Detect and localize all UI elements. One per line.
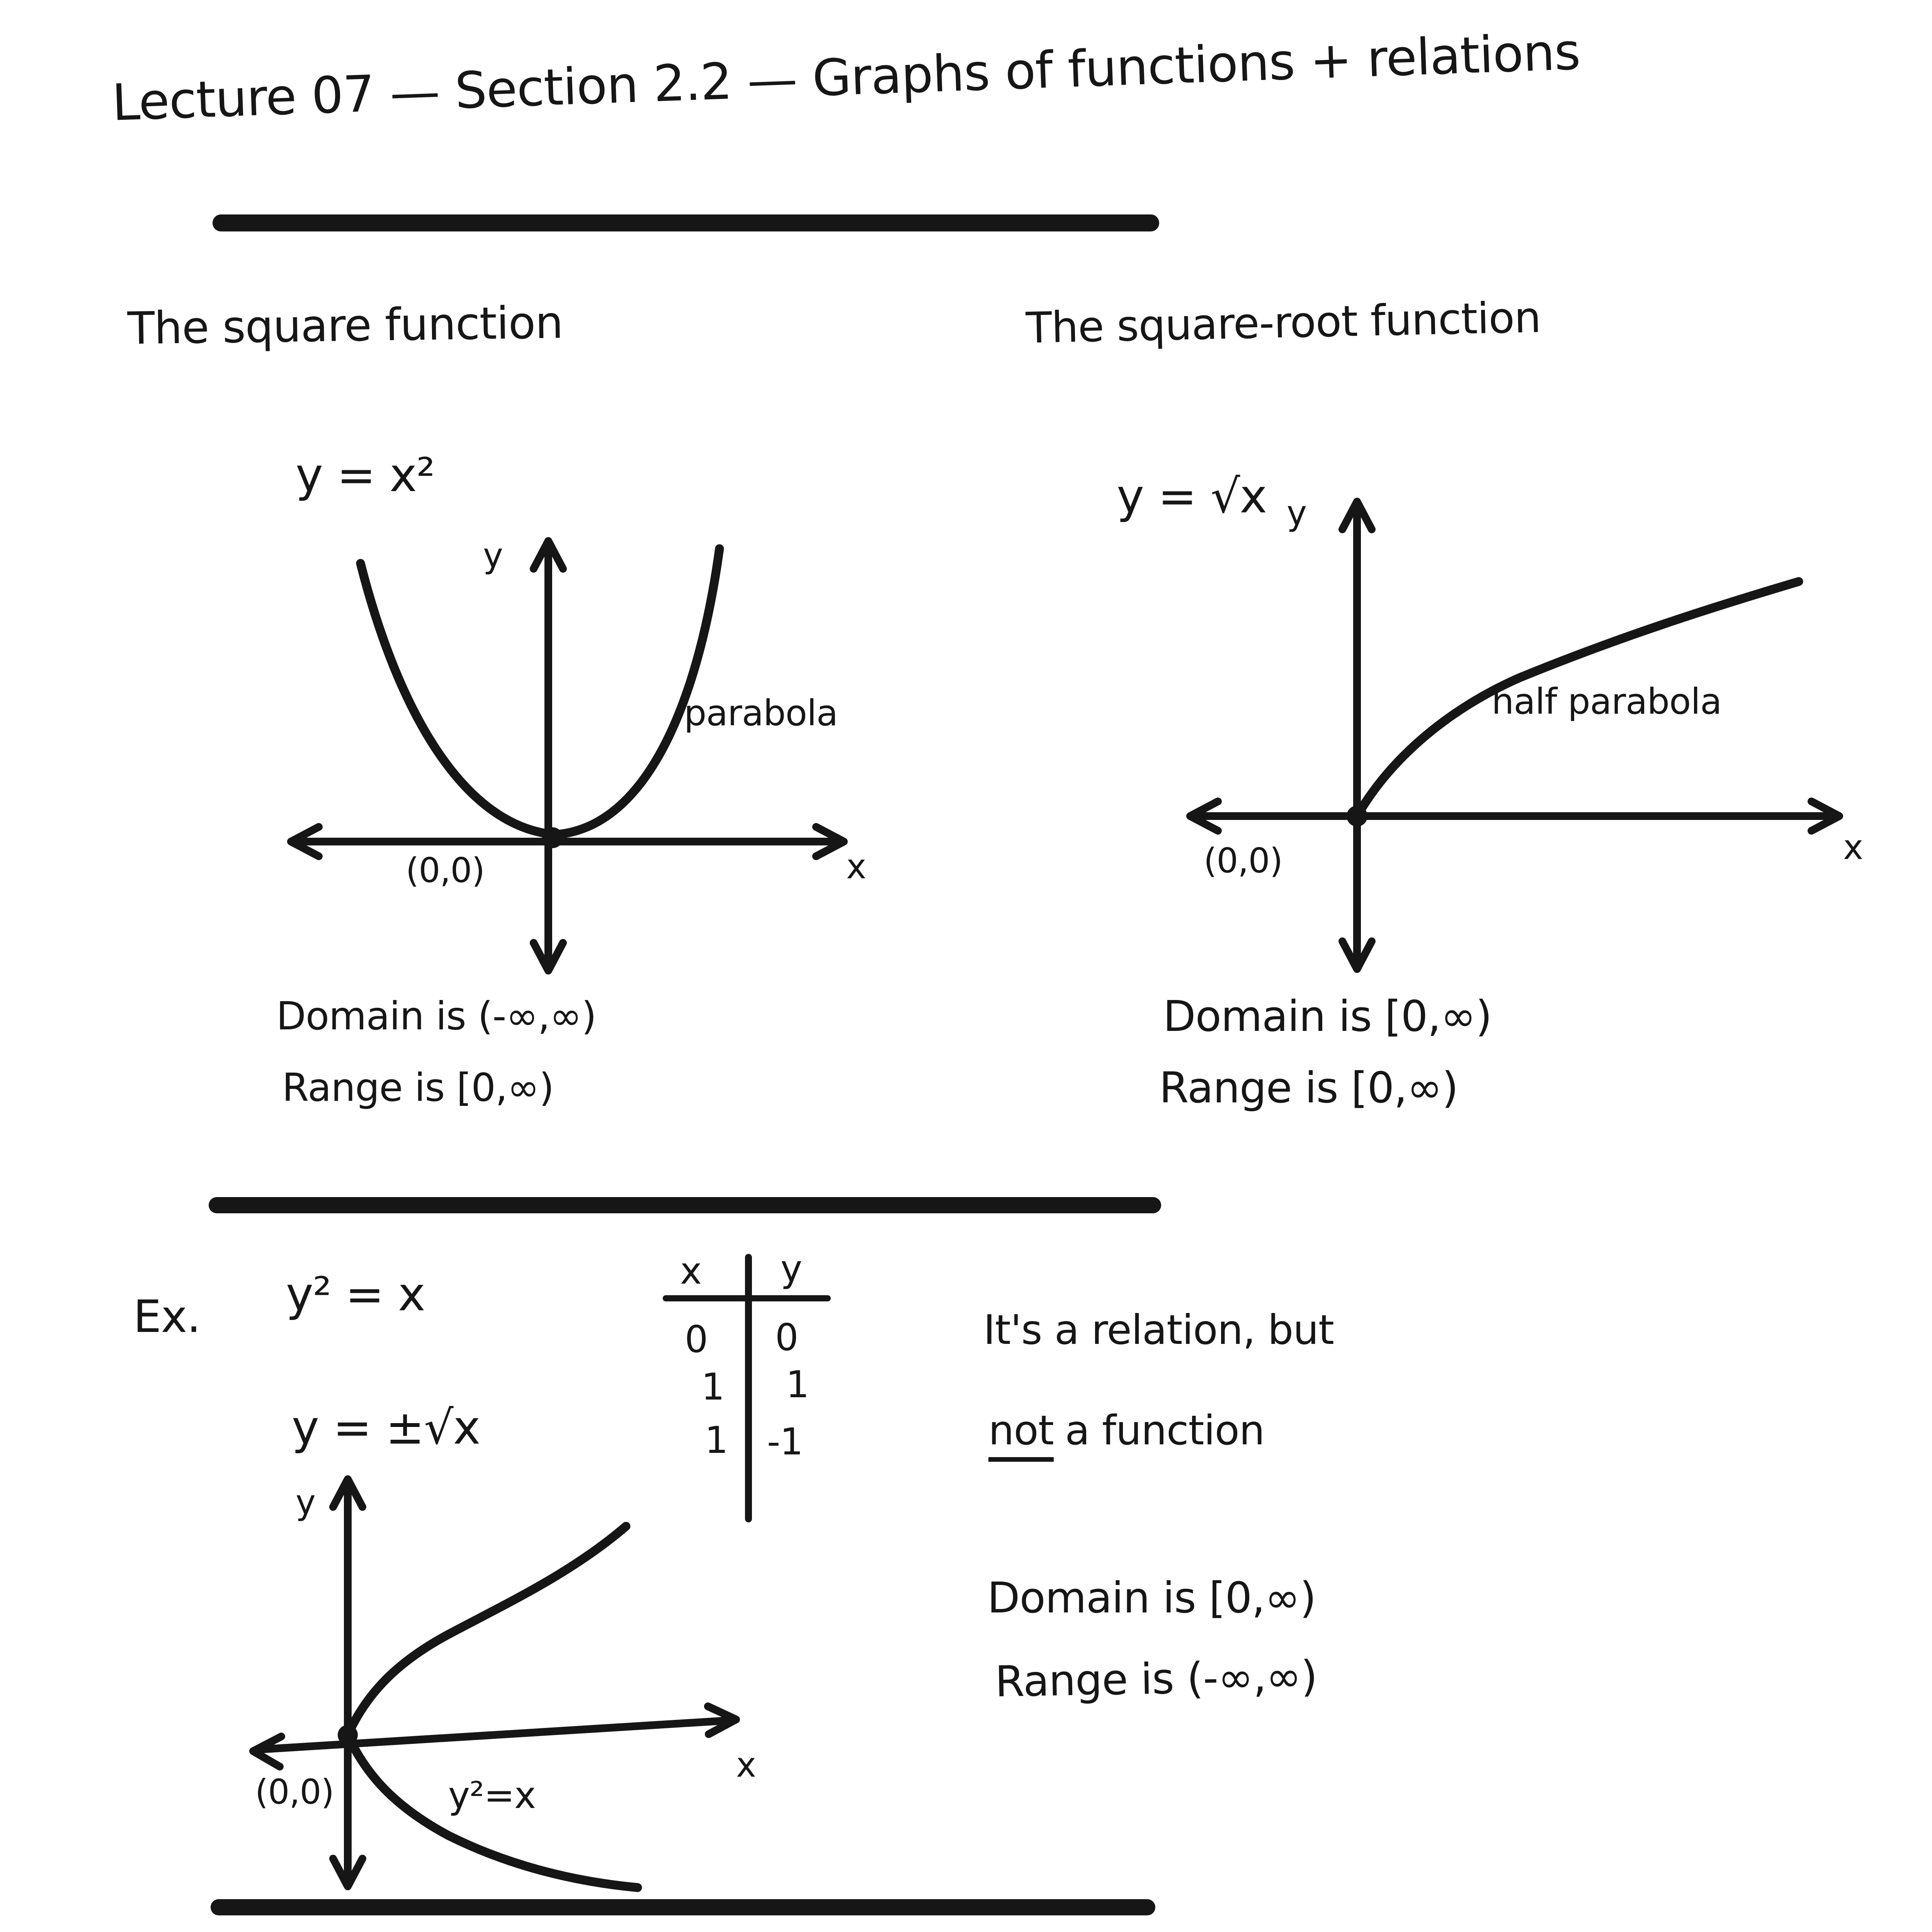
section-divider-middle (209, 1197, 1161, 1213)
sqrt-curve-label: half parabola (1492, 681, 1722, 722)
table-cell-r3-y: -1 (767, 1421, 803, 1463)
table-horizontal-rule (663, 1295, 831, 1301)
table-cell-r2-x: 1 (701, 1366, 724, 1408)
lower-branch-curve (343, 1730, 642, 1892)
table-cell-r2-y: 1 (786, 1364, 809, 1406)
origin-dot (1347, 806, 1367, 827)
x-axis-left-arrowhead (287, 823, 323, 860)
relation-x-axis-label: x (736, 1745, 756, 1785)
sqrt-x-axis-label: x (1843, 827, 1863, 867)
sqrt-origin-label: (0,0) (1204, 841, 1283, 881)
example-label: Ex. (133, 1291, 201, 1343)
table-cell-r1-y: 0 (775, 1316, 798, 1359)
relation-formula-2: y = ±√x (292, 1401, 481, 1455)
square-origin-label: (0,0) (406, 850, 485, 890)
sqrt-range: Range is [0,∞) (1159, 1063, 1459, 1112)
relation-origin-label: (0,0) (255, 1772, 334, 1812)
square-formula: y = x² (296, 449, 435, 502)
sqrt-heading: The square-root function (1025, 293, 1541, 353)
y-axis-down-arrowhead (1338, 937, 1376, 973)
square-curve-label: parabola (684, 692, 838, 734)
square-y-axis-label: y (483, 536, 503, 575)
relation-note-not: not (988, 1407, 1054, 1462)
sqrt-y-axis-label: y (1287, 493, 1307, 533)
table-vertical-rule (745, 1254, 752, 1522)
table-header-x: x (680, 1250, 702, 1293)
square-graph (287, 537, 848, 975)
square-domain: Domain is (-∞,∞) (276, 993, 597, 1039)
origin-dot (338, 1725, 358, 1745)
square-heading: The square function (127, 297, 563, 355)
y-axis-up-arrowhead (1338, 498, 1376, 533)
relation-y-axis-label: y (296, 1482, 316, 1522)
y-axis-down-arrowhead (329, 1855, 366, 1890)
table-cell-r1-x: 0 (685, 1318, 708, 1361)
sqrt-graph (1186, 498, 1843, 973)
relation-formula-1: y² = x (286, 1268, 425, 1321)
x-axis-left-arrowhead (249, 1733, 285, 1770)
x-axis-right-arrowhead (812, 823, 848, 860)
relation-graph (249, 1475, 740, 1892)
page-title: Lecture 07 — Section 2.2 — Graphs of fun… (111, 22, 1581, 132)
y-axis-down-arrowhead (530, 939, 567, 975)
relation-range: Range is (-∞,∞) (994, 1651, 1318, 1707)
y-axis-up-arrowhead (530, 537, 567, 573)
square-range: Range is [0,∞) (282, 1065, 554, 1110)
section-divider-top (213, 214, 1159, 231)
sqrt-domain: Domain is [0,∞) (1163, 992, 1492, 1041)
table-cell-r3-x: 1 (705, 1419, 728, 1462)
relation-note-rest: a function (1065, 1407, 1265, 1454)
x-axis (253, 1716, 736, 1753)
section-divider-bottom (211, 1899, 1155, 1915)
square-x-axis-label: x (846, 847, 866, 886)
half-parabola-curve (1352, 577, 1803, 821)
origin-dot (542, 827, 563, 848)
relation-domain: Domain is [0,∞) (987, 1573, 1316, 1622)
x-axis-left-arrowhead (1186, 798, 1222, 835)
x-axis-right-arrowhead (1808, 798, 1843, 835)
sqrt-formula: y = √x (1117, 470, 1267, 524)
relation-curve-label: y²=x (448, 1774, 536, 1817)
parabola-curve (356, 544, 724, 839)
table-header-y: y (781, 1248, 802, 1290)
relation-note-line-1: It's a relation, but (983, 1306, 1334, 1354)
y-axis-up-arrowhead (329, 1475, 366, 1511)
upper-branch-curve (343, 1522, 631, 1740)
x-axis-right-arrowhead (704, 1702, 740, 1738)
